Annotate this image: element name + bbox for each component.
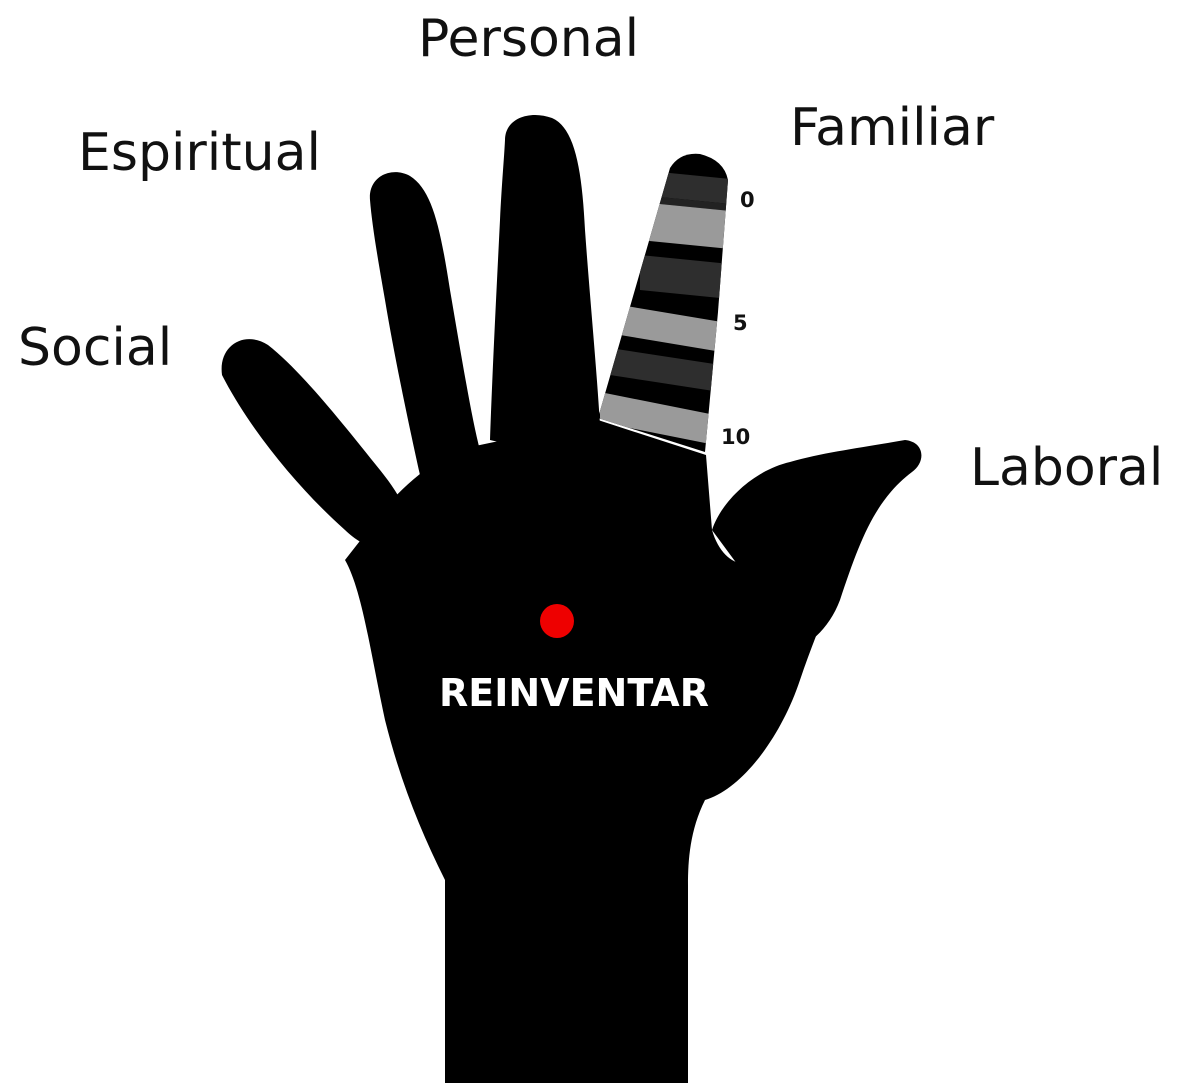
hand-silhouette: [222, 115, 922, 1083]
label-social: Social: [18, 318, 172, 378]
little-finger: [222, 339, 411, 551]
index-finger: [370, 172, 480, 477]
label-personal: Personal: [418, 9, 639, 69]
center-label: REINVENTAR: [439, 671, 709, 715]
label-espiritual: Espiritual: [78, 123, 321, 183]
label-familiar: Familiar: [790, 98, 995, 158]
scale-label-max: 10: [721, 425, 750, 449]
scale-label-mid: 5: [733, 311, 748, 335]
middle-finger: [490, 115, 600, 444]
center-dot: [540, 604, 574, 638]
label-laboral: Laboral: [970, 438, 1163, 498]
scale-label-min: 0: [740, 188, 755, 212]
